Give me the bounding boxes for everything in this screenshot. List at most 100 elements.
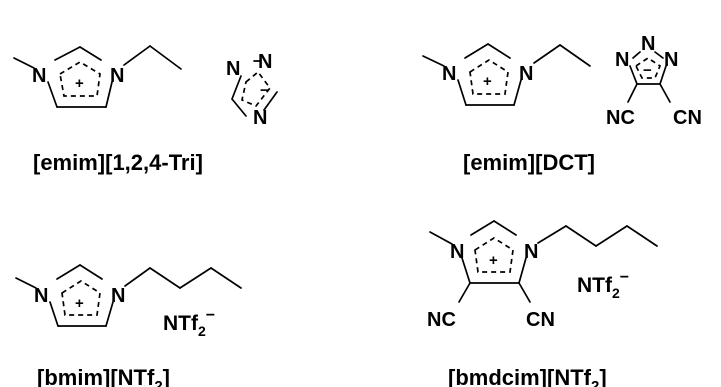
atom-n-a: N	[226, 58, 240, 80]
cyano-group-right: CN	[673, 107, 702, 129]
ring-bond	[493, 220, 517, 236]
structure-bmim-ntf2: N N + NTf2− [bmim][NTf2]	[15, 264, 242, 387]
ring-bond-n3-c4	[105, 81, 113, 108]
triazolide-anion: N N N −	[226, 51, 278, 129]
methyl-bond	[15, 277, 37, 289]
compound-name: [emim][DCT]	[463, 150, 595, 175]
plus-charge: +	[489, 252, 498, 269]
aromatic-dashes	[469, 58, 509, 95]
ntf2-anion-2: NTf2−	[577, 269, 629, 301]
atom-n-a: N	[615, 49, 629, 71]
cyano-bond-1	[458, 282, 471, 303]
atom-n-b: N	[641, 33, 655, 55]
ring-bond	[487, 43, 511, 59]
ring-bond	[513, 79, 522, 106]
butyl-bond-3	[595, 225, 628, 247]
atom-n3: N	[519, 63, 533, 85]
atom-n1: N	[442, 63, 456, 85]
anion-formula-sub: 2	[198, 323, 206, 339]
anion-formula-sup: −	[206, 307, 215, 324]
atom-n3: N	[524, 241, 538, 263]
ring-bond	[56, 264, 81, 280]
atom-n1: N	[32, 65, 46, 87]
atom-n-b: N	[258, 51, 272, 73]
compound-name: [emim][1,2,4-Tri]	[33, 150, 203, 175]
ring-bond	[464, 43, 489, 59]
compound-name-main: [bmim][NTf	[37, 365, 155, 387]
ring-bond	[49, 301, 59, 327]
ring-bond	[629, 65, 638, 85]
aromatic-dashes	[59, 61, 101, 97]
anion-formula-main: NTf	[577, 274, 613, 297]
structure-emim-dct: N N + N N N − NC CN [emim][DCT]	[422, 33, 702, 175]
emim-cation-2: N N +	[422, 43, 591, 106]
ring-bond-n1-c2	[54, 46, 81, 61]
ring-bond	[632, 51, 641, 59]
butyl-bond-1	[537, 225, 567, 244]
ring-bond	[231, 75, 242, 100]
butyl-bond-4	[210, 267, 242, 289]
aromatic-dashes	[61, 279, 101, 316]
ethyl-bond-2	[149, 45, 182, 70]
ring-bond	[659, 65, 667, 85]
ring-bond	[518, 257, 527, 284]
atom-n3: N	[111, 285, 125, 307]
cyano-bond-2	[659, 83, 671, 103]
ring-bond	[470, 220, 495, 236]
butyl-bond-4	[626, 225, 658, 247]
structure-emim-tri: N N + N N N − [emim][1,2,4-Tri]	[13, 45, 278, 175]
ring-bond-c2-n3	[79, 46, 102, 61]
atom-n1: N	[450, 241, 464, 263]
cyano-group-left: NC	[606, 107, 635, 129]
plus-charge: +	[75, 295, 84, 312]
methyl-bond	[429, 231, 453, 245]
aromatic-dashes	[474, 236, 514, 273]
atom-n3: N	[110, 65, 124, 87]
plus-charge: +	[483, 73, 492, 90]
anion-formula-main: NTf	[163, 312, 199, 335]
butyl-bond-2	[149, 267, 181, 289]
atom-n-c: N	[253, 107, 267, 129]
compound-name-sub: 2	[154, 378, 162, 387]
anion-formula: NTf2−	[577, 269, 629, 301]
atom-n1: N	[34, 285, 48, 307]
cyano-group-right: CN	[526, 309, 555, 331]
ring-bond	[461, 257, 471, 284]
butyl-bond-2	[565, 225, 597, 247]
ethyl-bond-1	[123, 45, 151, 66]
ntf2-anion-1: NTf2−	[163, 307, 215, 339]
ring-bond	[231, 98, 247, 117]
ring-bond-c5-n1	[47, 81, 58, 108]
emim-cation-1: N N +	[13, 45, 182, 108]
atom-n-c: N	[664, 49, 678, 71]
cyano-group-left: NC	[427, 309, 456, 331]
structure-bmdcim-ntf2: N N + NC CN NTf2− [bmdcim][NTf2]	[427, 220, 658, 387]
compound-name-end: ]	[599, 365, 606, 387]
ring-bond	[457, 79, 467, 106]
ring-bond	[105, 301, 114, 327]
butyl-bond-3	[179, 267, 212, 289]
cyano-bond-2	[518, 282, 531, 303]
methyl-bond	[422, 55, 445, 67]
compound-name-main: [bmdcim][NTf	[448, 365, 592, 387]
compound-name-sub: 2	[591, 378, 599, 387]
butyl-bond-1	[124, 267, 151, 287]
compound-name-end: ]	[163, 365, 170, 387]
ethyl-bond-1	[533, 44, 561, 64]
ethyl-bond-2	[559, 44, 591, 67]
plus-charge: +	[75, 75, 84, 92]
dicyanotriazolate-anion: N N N − NC CN	[606, 33, 702, 129]
ring-bond	[263, 91, 278, 111]
bmdcim-cation: N N + NC CN	[427, 220, 658, 331]
ring-bond	[79, 264, 103, 280]
anion-formula: NTf2−	[163, 307, 215, 339]
anion-formula-sub: 2	[612, 285, 620, 301]
aromatic-dashes	[634, 56, 662, 79]
ring-bond	[654, 51, 664, 59]
compound-name: [bmim][NTf2]	[37, 365, 170, 387]
aromatic-dashes	[241, 70, 272, 108]
cyano-bond-1	[627, 83, 638, 103]
minus-charge: −	[643, 62, 652, 79]
minus-charge: −	[260, 82, 269, 99]
methyl-bond	[13, 57, 35, 69]
